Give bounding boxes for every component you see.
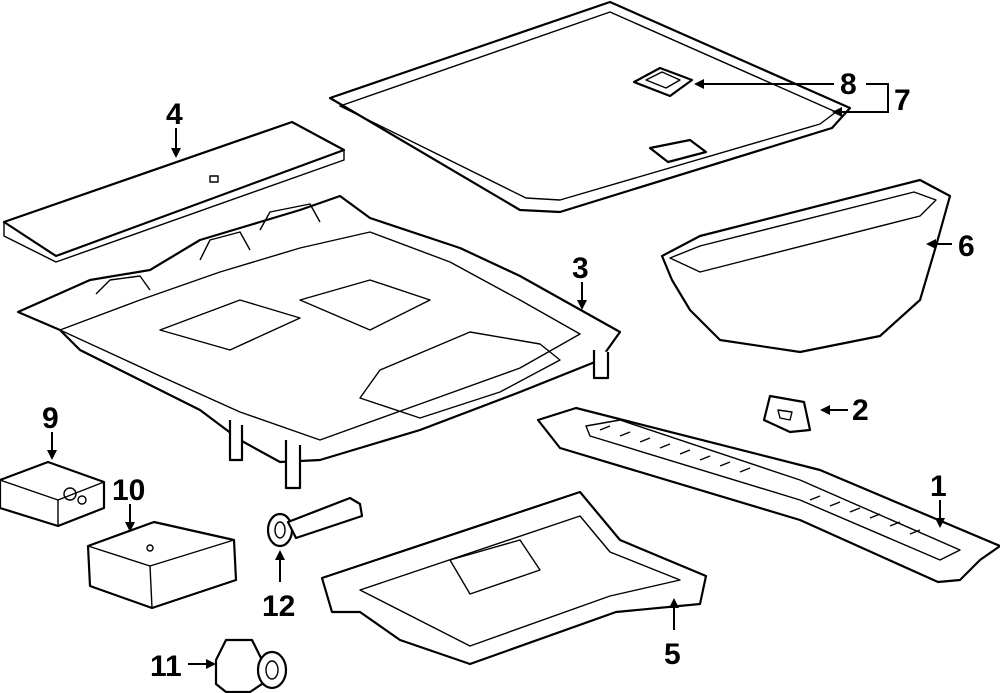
part-3-storage-tray bbox=[16, 194, 622, 490]
callout-3: 3 bbox=[572, 252, 589, 285]
part-7-load-floor-panel bbox=[328, 0, 852, 214]
part-12-wrench bbox=[266, 496, 364, 548]
part-4-floor-panel bbox=[2, 120, 346, 263]
callout-labels: 1 2 3 4 5 6 7 8 9 10 11 12 bbox=[42, 68, 975, 683]
part-11-cap bbox=[214, 638, 288, 693]
part-9-compressor bbox=[0, 460, 106, 528]
callout-11: 11 bbox=[150, 650, 182, 683]
callout-9: 9 bbox=[42, 402, 59, 435]
leader-lines bbox=[47, 79, 952, 669]
callout-2: 2 bbox=[852, 394, 869, 427]
part-6-storage-bin bbox=[660, 178, 952, 354]
callout-6: 6 bbox=[958, 230, 975, 263]
callout-1: 1 bbox=[930, 470, 947, 503]
part-8-handle bbox=[632, 66, 694, 98]
callout-8: 8 bbox=[840, 68, 857, 101]
callout-12: 12 bbox=[262, 590, 295, 623]
callout-5: 5 bbox=[664, 638, 681, 671]
part-10-sealant-case bbox=[86, 520, 238, 610]
part-5-base-panel bbox=[320, 490, 708, 666]
part-1-sill-trim bbox=[536, 406, 1000, 584]
part-2-clip bbox=[762, 394, 812, 434]
callout-7: 7 bbox=[894, 84, 911, 117]
callout-10: 10 bbox=[112, 474, 145, 507]
callout-4: 4 bbox=[166, 98, 183, 131]
